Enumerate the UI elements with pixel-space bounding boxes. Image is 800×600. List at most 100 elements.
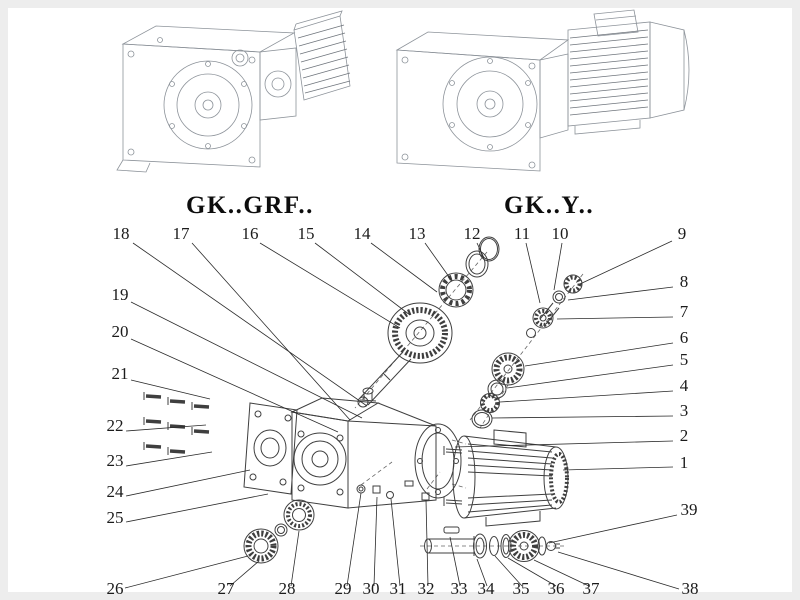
- callout-number-5: 5: [680, 350, 689, 369]
- leader-line-3: [491, 415, 674, 419]
- callout-number-24: 24: [107, 482, 125, 501]
- shaft-key: [443, 526, 460, 534]
- leader-line-2: [454, 440, 674, 448]
- callout-number-39: 39: [681, 500, 698, 519]
- small-fasteners: [356, 480, 430, 501]
- axis-dash-line: [451, 483, 467, 489]
- axis-dash-line: [354, 251, 488, 409]
- callout-number-33: 33: [451, 579, 468, 598]
- leader-line-38: [557, 551, 680, 590]
- leader-line-13: [424, 242, 453, 282]
- callout-number-22: 22: [107, 416, 124, 435]
- leader-line-20: [130, 338, 339, 433]
- leader-line-21: [130, 379, 211, 400]
- motor-terminal-box: [493, 429, 527, 448]
- gear-housing: [290, 387, 462, 509]
- leader-line-23: [125, 451, 213, 467]
- callout-number-31: 31: [390, 579, 407, 598]
- leader-line-8: [567, 286, 674, 301]
- leader-line-37: [533, 559, 590, 587]
- callout-number-37: 37: [583, 579, 601, 598]
- callout-number-29: 29: [335, 579, 352, 598]
- leader-line-18: [132, 242, 368, 407]
- retaining-rings: [465, 236, 500, 278]
- callout-number-36: 36: [548, 579, 565, 598]
- leader-line-24: [125, 469, 251, 497]
- leader-line-25: [125, 493, 269, 523]
- callout-number-35: 35: [513, 579, 530, 598]
- bevel-gear-stack: [471, 352, 525, 429]
- gearbox-grf-drawing: [116, 10, 351, 173]
- callout-number-3: 3: [680, 401, 689, 420]
- motor-studs: [443, 446, 463, 506]
- callout-number-28: 28: [279, 579, 296, 598]
- flange-screws: [143, 392, 210, 455]
- leader-line-14: [370, 242, 438, 293]
- main-gear-assembly: [357, 302, 453, 408]
- callout-number-19: 19: [112, 285, 129, 304]
- callout-number-9: 9: [678, 224, 687, 243]
- output-shaft-assembly: [424, 526, 560, 562]
- leader-line-11: [525, 242, 541, 304]
- leader-line-7: [556, 316, 674, 320]
- callout-number-6: 6: [680, 328, 689, 347]
- callout-number-26: 26: [107, 579, 124, 598]
- leader-line-5: [506, 364, 674, 389]
- leader-line-1: [562, 466, 674, 471]
- callout-number-17: 17: [173, 224, 191, 243]
- callout-number-23: 23: [107, 451, 124, 470]
- callout-number-2: 2: [680, 426, 689, 445]
- leader-line-36: [507, 557, 557, 587]
- callout-number-38: 38: [682, 579, 699, 598]
- callout-number-32: 32: [418, 579, 435, 598]
- callout-number-34: 34: [478, 579, 496, 598]
- callout-number-4: 4: [680, 376, 689, 395]
- terminal-box: [593, 9, 639, 37]
- callout-number-11: 11: [514, 224, 530, 243]
- callout-number-21: 21: [112, 364, 129, 383]
- leader-line-34: [476, 558, 488, 587]
- output-bearing-rings: [243, 499, 315, 564]
- leader-line-19: [130, 301, 363, 419]
- callout-number-15: 15: [298, 224, 315, 243]
- callout-number-1: 1: [680, 453, 689, 472]
- ball-bearing: [438, 272, 474, 308]
- leader-line-12: [476, 242, 485, 259]
- motor-body-outline: [567, 21, 651, 127]
- leader-line-32: [425, 499, 429, 587]
- axis-dash-line: [360, 461, 393, 486]
- ribbed-cover: [293, 15, 351, 101]
- gearbox-y-drawing: [395, 9, 690, 172]
- leader-line-17: [191, 242, 351, 421]
- callout-number-14: 14: [354, 224, 372, 243]
- leader-line-35: [494, 555, 523, 587]
- callout-number-8: 8: [680, 272, 689, 291]
- leader-line-39: [548, 514, 678, 544]
- axis-dash-line: [469, 273, 584, 421]
- leader-line-6: [524, 342, 674, 367]
- callout-number-10: 10: [552, 224, 569, 243]
- axis-dash-line: [479, 384, 509, 429]
- leader-line-30: [373, 496, 378, 587]
- callout-number-12: 12: [464, 224, 481, 243]
- leader-line-22: [125, 424, 207, 432]
- leader-line-10: [553, 242, 563, 291]
- leader-line-29: [346, 492, 362, 587]
- leader-line-4: [499, 390, 674, 403]
- leader-line-33: [449, 536, 461, 587]
- leader-line-16: [259, 242, 401, 329]
- output-flange-plate: [243, 402, 298, 495]
- axis-dash-line: [426, 471, 441, 490]
- fan-cover: [649, 21, 685, 119]
- model-label-y: GK..Y..: [504, 192, 594, 219]
- input-pinion-assembly: [526, 274, 583, 338]
- motor-assembly: [443, 429, 569, 527]
- callout-number-16: 16: [242, 224, 259, 243]
- leader-line-28: [290, 530, 300, 587]
- breather-vent: [359, 387, 377, 402]
- axis-dash-line: [451, 439, 467, 445]
- callout-number-18: 18: [113, 224, 130, 243]
